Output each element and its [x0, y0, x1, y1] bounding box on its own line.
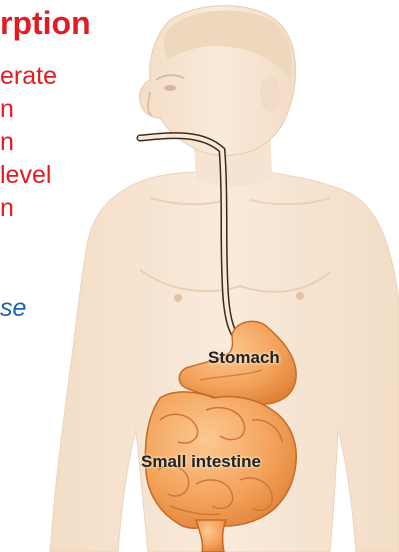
text-line-4: level — [0, 159, 57, 192]
text-line-5: n — [0, 192, 57, 225]
eye — [164, 85, 176, 91]
italic-note: se — [0, 292, 26, 325]
text-line-3: n — [0, 126, 57, 159]
ear — [260, 76, 280, 112]
text-lines: erate n n level n — [0, 60, 57, 225]
small-intestine-label: Small intestine — [141, 452, 261, 472]
stomach-label: Stomach — [208, 348, 280, 368]
nipple-left — [174, 294, 182, 302]
section-title: rption — [0, 4, 91, 42]
text-line-1: erate — [0, 60, 57, 93]
text-line-2: n — [0, 93, 57, 126]
nipple-right — [296, 292, 304, 300]
